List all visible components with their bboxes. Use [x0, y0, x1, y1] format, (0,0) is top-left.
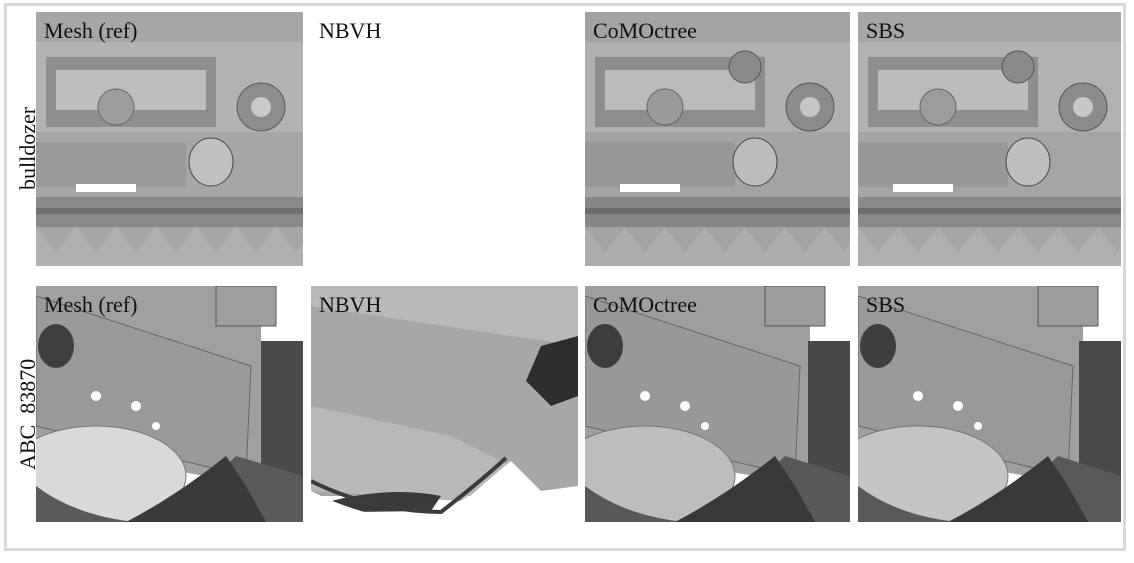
- tile-bulldozer-mesh-ref: Mesh (ref): [36, 12, 303, 266]
- caption-sbs-2: SBS: [866, 292, 906, 317]
- abc-sbs-render: [858, 286, 1121, 522]
- tile-abc-sbs: SBS: [858, 286, 1121, 522]
- bulldozer-mesh-render: [36, 12, 303, 266]
- caption-nbvh-2: NBVH: [319, 292, 382, 317]
- caption-mesh-ref-1: Mesh (ref): [44, 18, 138, 43]
- caption-comoctree-1: CoMOctree: [593, 18, 697, 43]
- caption-nbvh-1: NBVH: [319, 18, 382, 43]
- abc-mesh-render: [36, 286, 303, 522]
- caption-mesh-ref-2: Mesh (ref): [44, 292, 138, 317]
- tile-abc-mesh-ref: Mesh (ref): [36, 286, 303, 522]
- caption-sbs-1: SBS: [866, 18, 906, 43]
- tile-bulldozer-nbvh: NBVH: [311, 12, 578, 266]
- abc-comoctree-render: [585, 286, 850, 522]
- tile-bulldozer-comoctree: CoMOctree: [585, 12, 850, 266]
- caption-comoctree-2: CoMOctree: [593, 292, 697, 317]
- bulldozer-sbs-render: [858, 12, 1121, 266]
- tile-bulldozer-sbs: SBS: [858, 12, 1121, 266]
- bulldozer-comoctree-render: [585, 12, 850, 266]
- abc-nbvh-render: [311, 286, 578, 522]
- tile-abc-comoctree: CoMOctree: [585, 286, 850, 522]
- tile-abc-nbvh: NBVH: [311, 286, 578, 522]
